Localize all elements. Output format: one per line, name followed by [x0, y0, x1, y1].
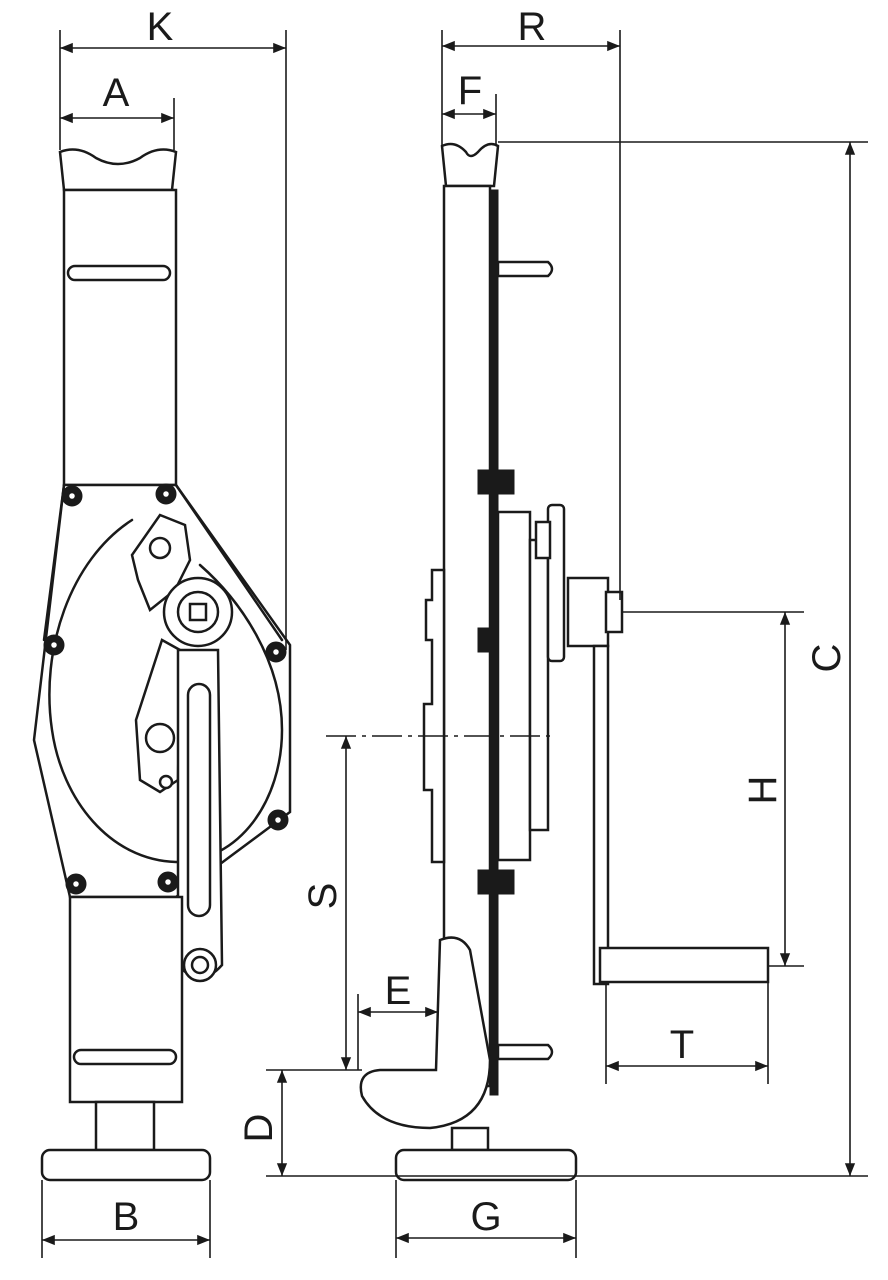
dimension-lines	[41, 30, 868, 1258]
side-crank-grip	[598, 946, 770, 984]
label-E: E	[385, 969, 412, 1013]
front-upper-rack	[62, 188, 178, 487]
label-T: T	[670, 1023, 694, 1067]
housing-bolts	[43, 483, 289, 895]
side-view	[359, 142, 770, 1182]
label-G: G	[470, 1195, 501, 1239]
front-lower-slot	[72, 1048, 178, 1066]
label-K: K	[147, 5, 174, 49]
label-B: B	[113, 1195, 140, 1239]
side-crank-hub	[566, 576, 610, 648]
side-crank-arm	[592, 644, 610, 986]
front-top-saddle	[58, 148, 178, 192]
label-F: F	[458, 69, 482, 113]
dimension-labels: K A R F C H S E D T B G	[103, 5, 849, 1239]
side-lifting-toe	[359, 936, 492, 1130]
front-lower-rack	[68, 895, 184, 1104]
label-R: R	[518, 5, 547, 49]
side-gearbox	[496, 510, 532, 862]
label-S: S	[301, 883, 345, 910]
front-foot-plate	[40, 1148, 212, 1182]
label-C: C	[805, 644, 849, 673]
label-H: H	[741, 776, 785, 805]
label-D: D	[237, 1114, 281, 1143]
front-upper-slot	[66, 264, 172, 282]
label-A: A	[103, 71, 130, 115]
front-crank-slot	[186, 682, 212, 918]
side-foot-plate	[394, 1148, 578, 1182]
side-housing	[422, 568, 446, 864]
front-view	[32, 148, 292, 1182]
side-top-saddle	[440, 142, 500, 188]
front-foot-stem	[94, 1100, 156, 1152]
